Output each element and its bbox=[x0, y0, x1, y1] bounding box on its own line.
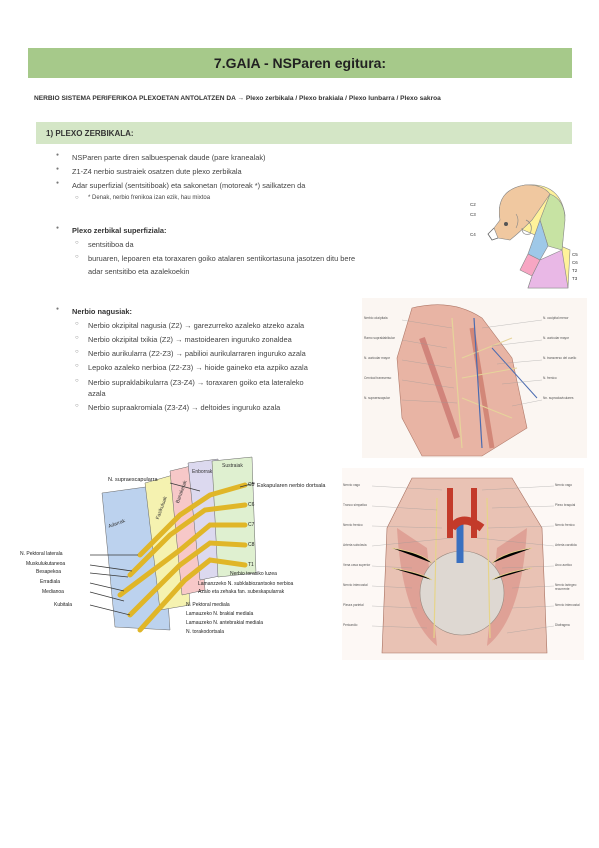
dermatome-label: C6 bbox=[572, 260, 578, 265]
eye-mark bbox=[504, 222, 508, 226]
plexus-bottom-label: Nerbio torasiko luzea bbox=[230, 571, 277, 577]
section-heading: 1) PLEXO ZERBIKALA: bbox=[46, 128, 134, 138]
thorax-label: Nervio vago bbox=[555, 483, 573, 487]
list-subitem-continued: azala bbox=[88, 388, 106, 398]
plexus-bottom-label: N. torakodortsala bbox=[186, 629, 225, 635]
neck-label: N. supraescapular bbox=[364, 396, 390, 400]
plexus-root-label: C7 bbox=[248, 522, 255, 528]
list-subitem: Lepoko azaleko nerbioa (Z2-Z3) → hioide … bbox=[48, 362, 358, 373]
dermatome-head-figure: C2 C3 C4 C5 C6 T2 T3 bbox=[470, 180, 585, 290]
thorax-label: Nervio frenico bbox=[343, 523, 363, 527]
thorax-label: Nervio intercostal bbox=[555, 603, 580, 607]
list-item: Adar superfizial (sentsitiboak) eta sako… bbox=[48, 180, 428, 191]
neck-label: N. transverso del cuello bbox=[543, 356, 577, 360]
list-subitem: Nerbio aurikularra (Z2-Z3) → pabilioi au… bbox=[48, 348, 358, 359]
plexus-bottom-label: Azalo eta zehaka fan. subeskapularrak bbox=[198, 589, 285, 595]
list-subitem: Nerbio supraklabikularra (Z3-Z4) → torax… bbox=[48, 377, 358, 388]
subtitle: NERBIO SISTEMA PERIFERIKOA PLEXOETAN ANT… bbox=[34, 95, 441, 102]
thorax-label: Plexo braquial bbox=[555, 503, 576, 507]
neck-label: N. auricular mayor bbox=[543, 336, 570, 340]
plexus-bottom-label: Lamanzzeko N. subklabiozantsoko nerbioa bbox=[198, 581, 294, 587]
title-bar: 7.GAIA - NSParen egitura: bbox=[28, 48, 572, 78]
plexus-root-label: C6 bbox=[248, 502, 255, 508]
page-title: 7.GAIA - NSParen egitura: bbox=[213, 55, 387, 71]
plexus-left-label: Kubitala bbox=[54, 602, 73, 608]
neck-label: N. auricular mayor bbox=[364, 356, 391, 360]
plexus-left-label: Medianoa bbox=[42, 589, 64, 595]
list-subitem-continued: adar sentsitibo eta azalekoekin bbox=[88, 267, 190, 277]
main-nerves-list: Nerbio nagusiak: Nerbio okzipital nagusi… bbox=[48, 306, 358, 416]
dermatome-label: T2 bbox=[572, 268, 578, 273]
thorax-label: Arco aortico bbox=[555, 563, 573, 567]
neck-label: Cervical transverso bbox=[364, 376, 392, 380]
list-subitem: sentsitiboa da bbox=[48, 239, 448, 250]
superficial-heading: Plexo zerbikal superfiziala: bbox=[48, 225, 448, 236]
dermatome-label: C5 bbox=[572, 252, 578, 257]
main-nerves-heading: Nerbio nagusiak: bbox=[48, 306, 358, 317]
plexus-column-label: Enborrak bbox=[192, 469, 213, 475]
list-subitem: Nerbio okzipital nagusia (Z2) → garezurr… bbox=[48, 320, 358, 331]
thorax-label: Diafragma bbox=[555, 623, 570, 627]
list-item: NSParen parte diren salbuespenak daude (… bbox=[48, 152, 428, 163]
thorax-label: Nervio vago bbox=[343, 483, 361, 487]
thorax-label: Pericardio bbox=[343, 623, 358, 627]
thorax-label: Tronco simpatico bbox=[343, 503, 368, 507]
thorax-nerves-figure: Nervio vago Tronco simpatico Nervio fren… bbox=[342, 468, 584, 660]
plexus-label: N. supraescapularra bbox=[108, 477, 158, 483]
thorax-label: Arteria subclavia bbox=[343, 543, 367, 547]
list-subitem-note: * Denak, nerbio frenikoa izan ezik, hau … bbox=[48, 194, 428, 203]
brachial-plexus-diagram: N. supraescapularra Eskapularen nerbio d… bbox=[20, 455, 350, 655]
intro-list: NSParen parte diren salbuespenak daude (… bbox=[48, 152, 428, 206]
list-subitem: buruaren, lepoaren eta toraxaren goiko a… bbox=[48, 253, 448, 264]
neck-label: Nn. supraclaviculares bbox=[543, 396, 574, 400]
thorax-label: Nervio frenico bbox=[555, 523, 575, 527]
neck-nerves-figure: Nerbio okzipitala Ramo supraklabikular N… bbox=[362, 298, 587, 458]
plexus-bottom-label: Lamauzeko N. antebrakial mediala bbox=[186, 620, 263, 626]
section-heading-bar: 1) PLEXO ZERBIKALA: bbox=[36, 122, 572, 144]
plexus-root-label: T1 bbox=[248, 562, 254, 568]
thorax-label: Pleura parietal bbox=[343, 603, 364, 607]
plexus-left-label: N. Pektoral laterala bbox=[20, 551, 63, 557]
plexus-label: Eskapularen nerbio dortsala bbox=[257, 483, 326, 489]
plexus-root-label: C8 bbox=[248, 542, 255, 548]
plexus-left-label: Muskulukutaneoa bbox=[26, 561, 66, 567]
plexus-bottom-label: N. Pektoral mediala bbox=[186, 602, 230, 608]
thorax-label: Nervio laringeo recurrente bbox=[555, 583, 577, 591]
dermatome-label: T3 bbox=[572, 276, 578, 281]
list-item: Z1-Z4 nerbio sustraiek osatzen dute plex… bbox=[48, 166, 428, 177]
plexus-column-label: Sustraiak bbox=[222, 463, 243, 469]
neck-label: N. occipital menor bbox=[543, 316, 569, 320]
dermatome-label: C4 bbox=[470, 232, 476, 237]
dermatome-label: C3 bbox=[470, 212, 476, 217]
neck-label: Ramo supraklabikular bbox=[364, 336, 395, 340]
thorax-label: Vena cava superior bbox=[343, 563, 371, 567]
neck-label: N. frenico bbox=[543, 376, 557, 380]
plexus-bottom-label: Lamauzeko N. brakial mediala bbox=[186, 611, 254, 617]
plexus-left-label: Besapekoa bbox=[36, 569, 62, 575]
plexus-left-label: Erradiala bbox=[40, 579, 61, 585]
list-subitem: Nerbio okzipital txikia (Z2) → mastoidea… bbox=[48, 334, 358, 345]
plexus-root-label: C5 bbox=[248, 482, 255, 488]
thorax-label: Arteria carotida bbox=[555, 543, 577, 547]
neck-label: Nerbio okzipitala bbox=[364, 316, 388, 320]
thorax-label: Nervio intercostal bbox=[343, 583, 368, 587]
list-subitem: Nerbio supraakromiala (Z3-Z4) → deltoide… bbox=[48, 402, 358, 413]
dermatome-label: C2 bbox=[470, 202, 476, 207]
superficial-list: Plexo zerbikal superfiziala: sentsitiboa… bbox=[48, 225, 448, 277]
